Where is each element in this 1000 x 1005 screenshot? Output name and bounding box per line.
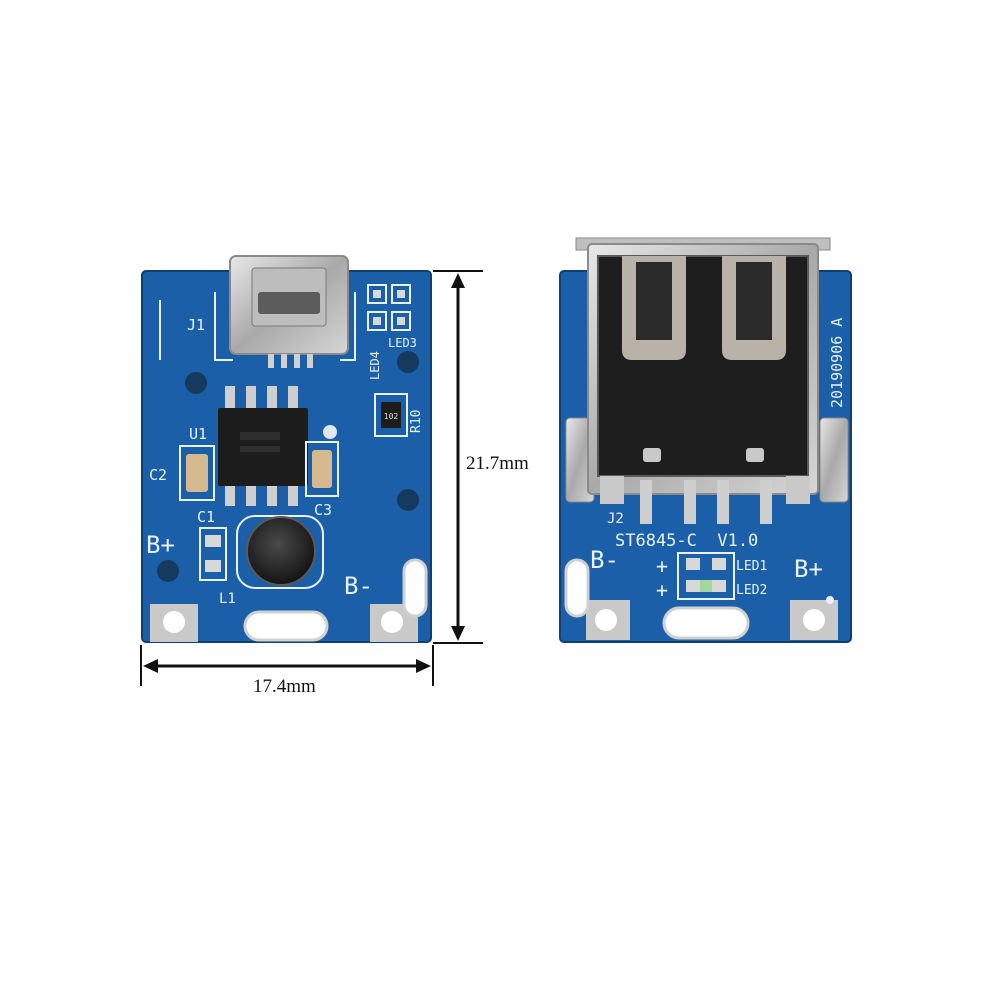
front-label-u1: U1 xyxy=(189,425,207,443)
usb-a-connector xyxy=(575,237,831,524)
back-label-led2: LED2 xyxy=(736,583,767,598)
width-dimension-label: 17.4mm xyxy=(253,676,316,697)
front-label-led3: LED3 xyxy=(388,336,417,350)
height-dimension: 21.7mm xyxy=(433,270,529,644)
front-label-c2: C2 xyxy=(149,466,167,484)
width-dimension: 17.4mm xyxy=(140,645,434,697)
front-label-b-plus: B+ xyxy=(146,531,175,559)
back-label-j2: J2 xyxy=(607,511,624,527)
back-label-plus-1: + xyxy=(656,554,668,578)
front-label-b-minus: B- xyxy=(344,572,373,600)
back-board: J2 ST6845-C V1.0 20190906 A B- B+ + + LE… xyxy=(559,237,852,643)
back-label-model: ST6845-C V1.0 xyxy=(615,531,758,551)
front-label-l1: L1 xyxy=(219,591,236,607)
back-label-plus-2: + xyxy=(656,578,668,602)
micro-usb-connector xyxy=(229,255,349,368)
front-label-c1: C1 xyxy=(197,508,215,526)
ic-chip-u1 xyxy=(218,386,308,506)
led-indicators-back xyxy=(677,552,735,600)
led-pads-front xyxy=(367,284,411,331)
front-label-led4: LED4 xyxy=(368,351,382,380)
back-label-b-plus: B+ xyxy=(794,555,823,583)
inductor-l1 xyxy=(236,515,324,589)
back-label-led1: LED1 xyxy=(736,559,767,574)
front-board: 102 J1 U1 C2 C3 C1 L1 B+ B- LED4 LED3 R1… xyxy=(141,255,432,643)
front-label-resistor-code: 102 xyxy=(384,412,399,421)
back-label-b-minus: B- xyxy=(590,546,619,574)
height-dimension-label: 21.7mm xyxy=(466,453,529,474)
front-label-c3: C3 xyxy=(314,501,332,519)
back-label-date-code: 20190906 A xyxy=(828,318,846,408)
front-label-j1: J1 xyxy=(187,316,205,334)
front-label-r10: R10 xyxy=(409,410,424,433)
